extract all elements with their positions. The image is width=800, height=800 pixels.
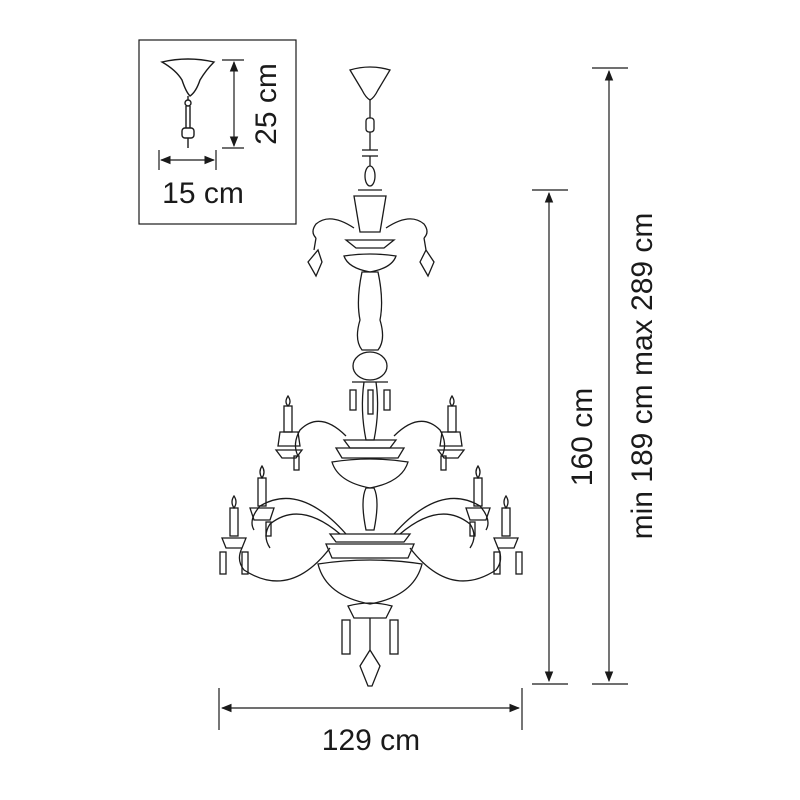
width-label: 129 cm [322,724,420,757]
inset-width-label: 15 cm [162,177,244,210]
central-ball [352,351,388,381]
canopy-inset: 25 cm 15 cm [138,39,297,225]
inset-height-dimension [222,59,244,149]
height-dimension [532,189,568,685]
lower-arm-4 [409,547,502,582]
chandelier-illustration [219,66,523,687]
right-drop-crystal [419,248,435,278]
central-column [356,271,384,351]
inset-frame [138,39,297,225]
height-label: 160 cm [566,388,599,486]
bottom-crystal-right [389,619,399,655]
lower-arm-2 [399,513,475,549]
upper-arm-left [294,420,347,457]
inset-height-label: 25 cm [250,63,283,145]
left-drop-crystal [307,248,323,278]
inset-width-dimension [158,150,217,170]
ceiling-canopy [349,66,391,101]
canopy-icon [160,58,216,148]
lower-arm-3 [238,547,331,582]
lower-arm-1 [265,513,341,549]
total-height-dimension [592,67,628,685]
total-height-label: min 189 cm max 289 cm [626,213,659,540]
top-stem [353,195,387,233]
width-dimension [218,688,523,730]
bottom-crystal-left [341,619,351,655]
lower-bowl [317,559,423,605]
upper-arm-right [393,420,446,457]
bottom-finial [359,648,381,687]
upper-bowl [331,458,409,489]
